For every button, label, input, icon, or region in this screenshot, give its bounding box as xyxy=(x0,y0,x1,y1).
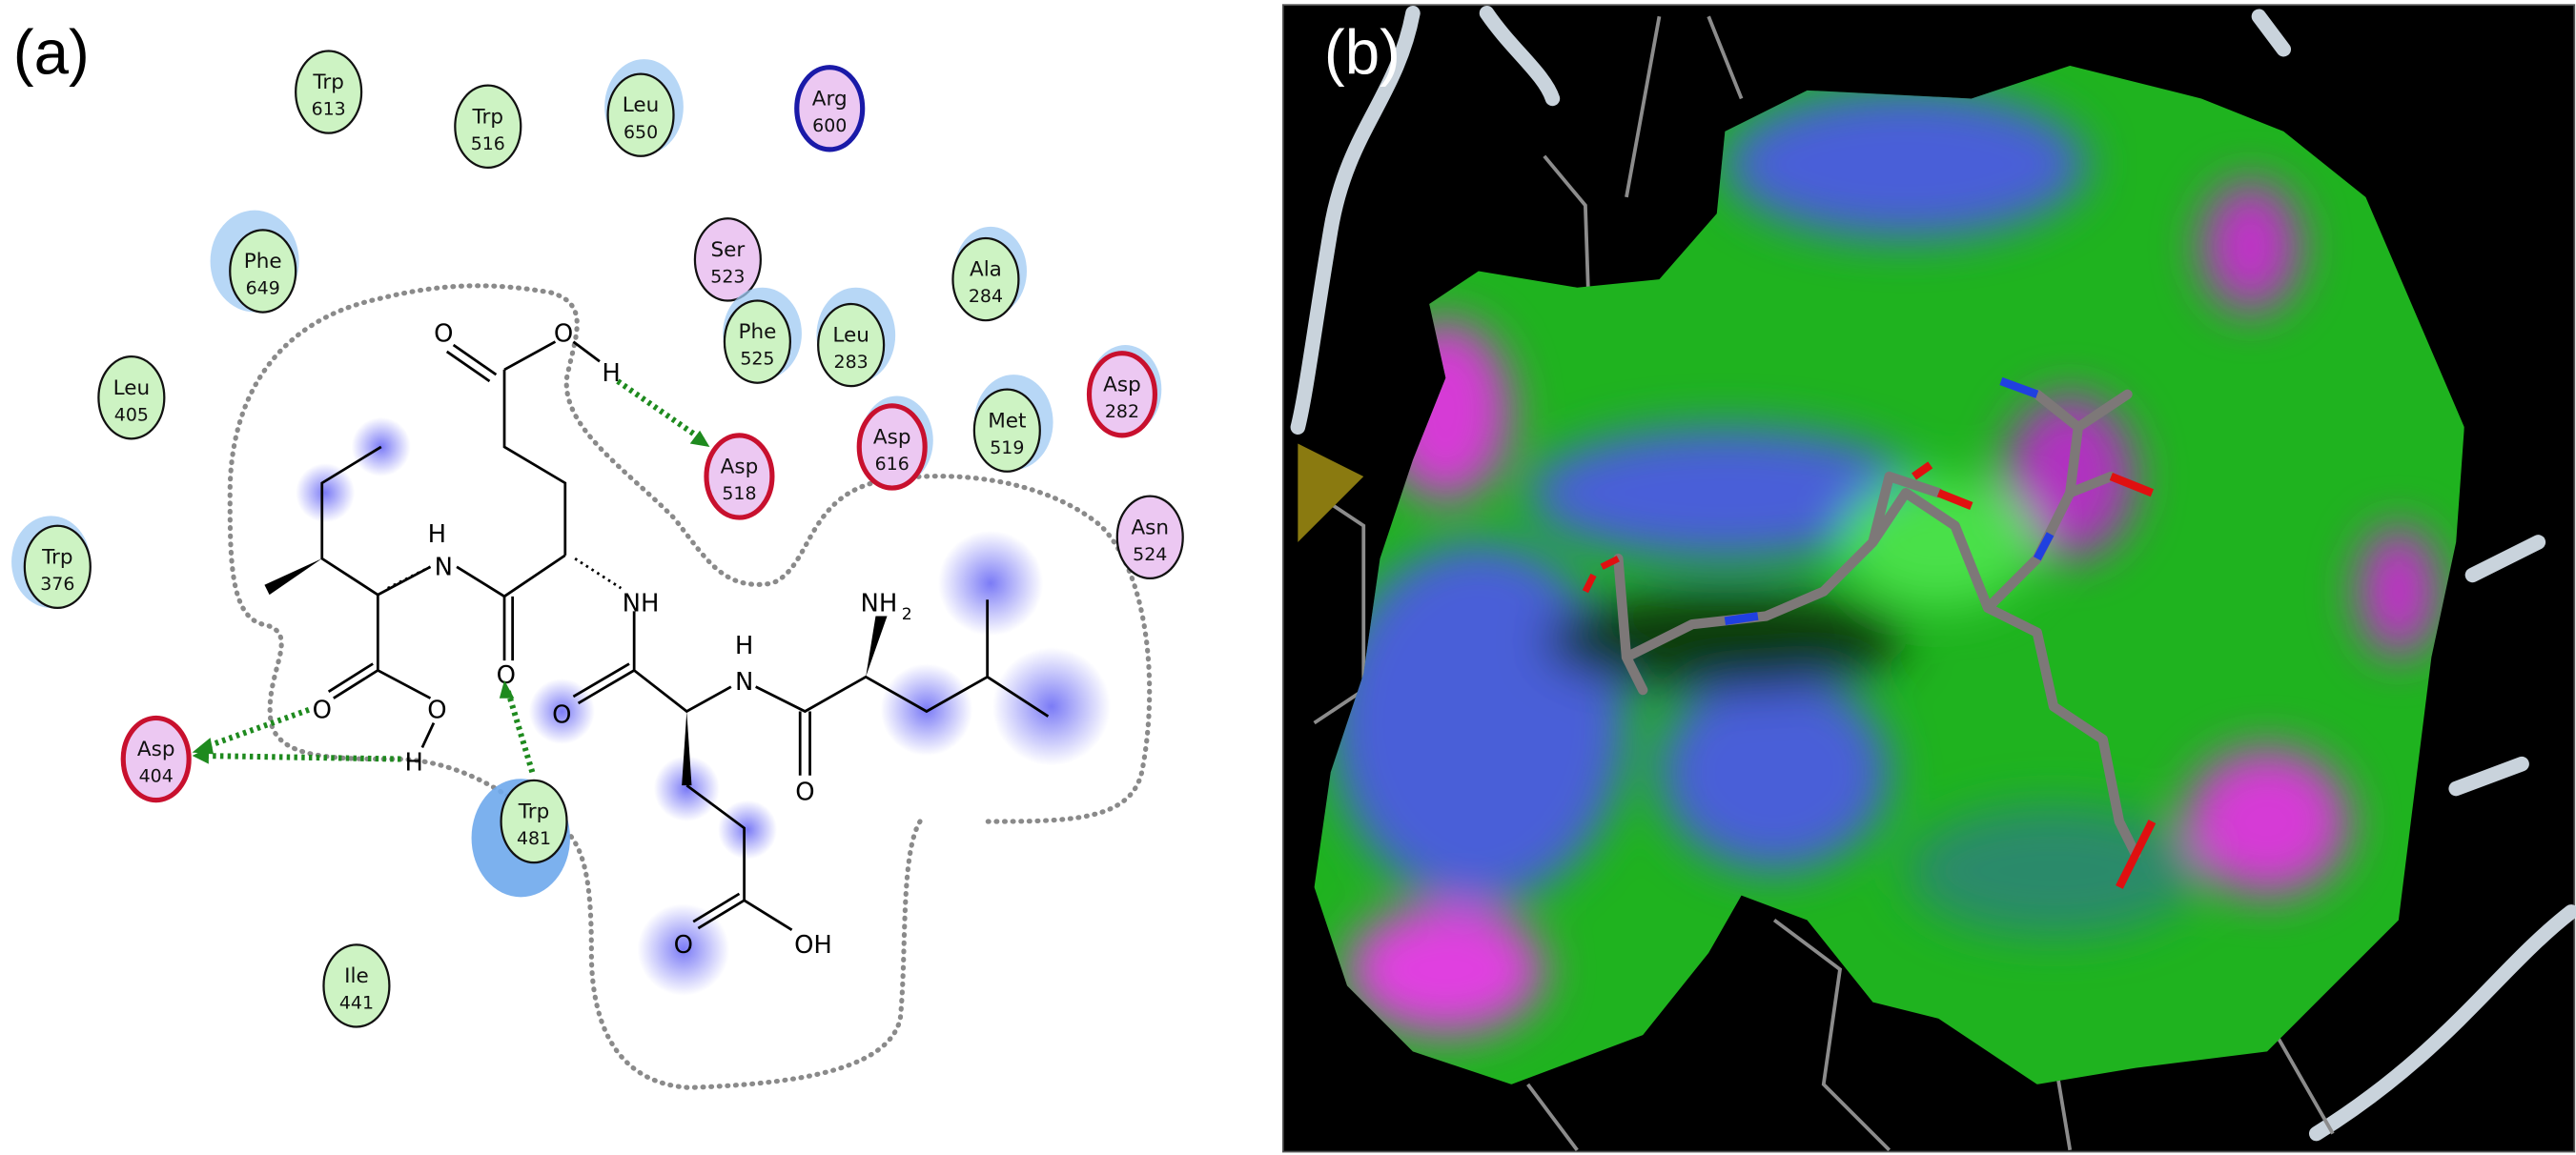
svg-text:441: 441 xyxy=(339,993,374,1014)
svg-text:Asp: Asp xyxy=(1103,373,1141,396)
residue-phe-525: Phe 525 xyxy=(723,287,802,384)
residue-met-519: Met 519 xyxy=(972,375,1053,473)
residue-ser-523: Ser 523 xyxy=(693,217,762,302)
svg-text:O: O xyxy=(427,696,446,724)
svg-text:Met: Met xyxy=(988,409,1026,433)
svg-text:O: O xyxy=(434,320,453,349)
svg-text:H: H xyxy=(602,359,620,388)
svg-text:Trp: Trp xyxy=(518,800,550,824)
svg-text:282: 282 xyxy=(1105,401,1139,422)
svg-text:283: 283 xyxy=(834,352,869,373)
svg-text:Asp: Asp xyxy=(137,738,175,761)
residue-arg-600: Arg 600 xyxy=(794,65,866,152)
svg-text:Trp: Trp xyxy=(312,71,344,94)
svg-text:NH: NH xyxy=(623,589,660,618)
residue-trp-376: Trp 376 xyxy=(11,516,92,610)
solvent-accessible-contour xyxy=(227,283,1153,1090)
svg-text:613: 613 xyxy=(312,99,346,120)
svg-text:O: O xyxy=(313,696,332,724)
svg-text:Leu: Leu xyxy=(113,376,151,400)
svg-text:Trp: Trp xyxy=(41,545,73,569)
svg-text:524: 524 xyxy=(1133,544,1167,565)
residue-phe-649: Phe 649 xyxy=(210,210,299,314)
residue-leu-405: Leu 405 xyxy=(97,355,166,440)
svg-text:2: 2 xyxy=(902,605,912,624)
svg-text:O: O xyxy=(554,320,573,349)
svg-text:O: O xyxy=(795,779,814,807)
residue-leu-650: Leu 650 xyxy=(604,59,684,157)
svg-text:O: O xyxy=(552,701,571,730)
panel-b-surface-render: (b) xyxy=(1281,4,2576,1153)
residue-leu-283: Leu 283 xyxy=(816,287,896,388)
svg-text:525: 525 xyxy=(740,349,774,370)
svg-text:OH: OH xyxy=(794,931,832,960)
residue-trp-613: Trp 613 xyxy=(295,50,363,134)
svg-text:650: 650 xyxy=(624,122,658,143)
residue-ala-284: Ala 284 xyxy=(951,226,1028,322)
svg-text:Phe: Phe xyxy=(738,320,776,344)
svg-text:600: 600 xyxy=(812,115,847,136)
residue-ile-441: Ile 441 xyxy=(322,943,391,1028)
svg-text:O: O xyxy=(497,661,516,690)
svg-text:N: N xyxy=(435,553,453,581)
panel-a-interaction-diagram: (a) xyxy=(11,18,1184,1090)
svg-text:Asn: Asn xyxy=(1131,516,1169,539)
svg-text:Trp: Trp xyxy=(472,105,504,129)
svg-text:516: 516 xyxy=(471,133,505,154)
ligand-atom-labels: O O H H N NH O O O H O H N O NH 2 O OH xyxy=(313,320,912,960)
svg-text:616: 616 xyxy=(875,454,910,475)
residue-asp-404: Asp 404 xyxy=(120,715,192,803)
svg-text:Asp: Asp xyxy=(873,425,911,449)
protein-backbone xyxy=(1290,6,2576,1152)
svg-text:481: 481 xyxy=(517,828,551,849)
svg-text:Phe: Phe xyxy=(244,250,282,274)
svg-text:404: 404 xyxy=(139,766,174,787)
panel-a-label: (a) xyxy=(13,18,90,88)
residue-asn-524: Asn 524 xyxy=(1115,495,1184,579)
svg-text:523: 523 xyxy=(710,267,745,288)
residue-asp-616: Asp 616 xyxy=(856,395,933,491)
svg-text:405: 405 xyxy=(114,404,149,425)
residue-trp-481: Trp 481 xyxy=(471,779,570,898)
svg-text:Leu: Leu xyxy=(623,93,660,117)
svg-text:Ile: Ile xyxy=(344,964,369,988)
svg-text:O: O xyxy=(674,931,693,960)
panel-b-label: (b) xyxy=(1324,18,1400,88)
svg-text:H: H xyxy=(735,632,753,660)
svg-text:376: 376 xyxy=(40,574,74,595)
svg-text:Ser: Ser xyxy=(710,238,745,262)
svg-text:519: 519 xyxy=(990,437,1024,458)
residue-asp-518: Asp 518 xyxy=(704,433,775,520)
svg-text:NH: NH xyxy=(861,589,898,618)
svg-text:Arg: Arg xyxy=(812,87,848,111)
ligand-sticks xyxy=(1582,376,2157,889)
svg-text:Asp: Asp xyxy=(721,456,759,479)
ligand-structure xyxy=(264,340,1050,931)
hydrogen-bonds xyxy=(192,378,710,774)
svg-text:Leu: Leu xyxy=(832,324,869,348)
svg-text:Ala: Ala xyxy=(970,258,1002,282)
svg-text:649: 649 xyxy=(246,278,280,299)
residue-asp-282: Asp 282 xyxy=(1086,345,1162,438)
svg-text:H: H xyxy=(405,749,423,778)
ligand-exposure-shading xyxy=(296,416,1111,996)
svg-text:H: H xyxy=(428,520,446,549)
svg-text:518: 518 xyxy=(722,483,756,504)
svg-text:284: 284 xyxy=(969,286,1003,307)
residue-trp-516: Trp 516 xyxy=(454,84,522,169)
svg-text:N: N xyxy=(735,668,753,697)
